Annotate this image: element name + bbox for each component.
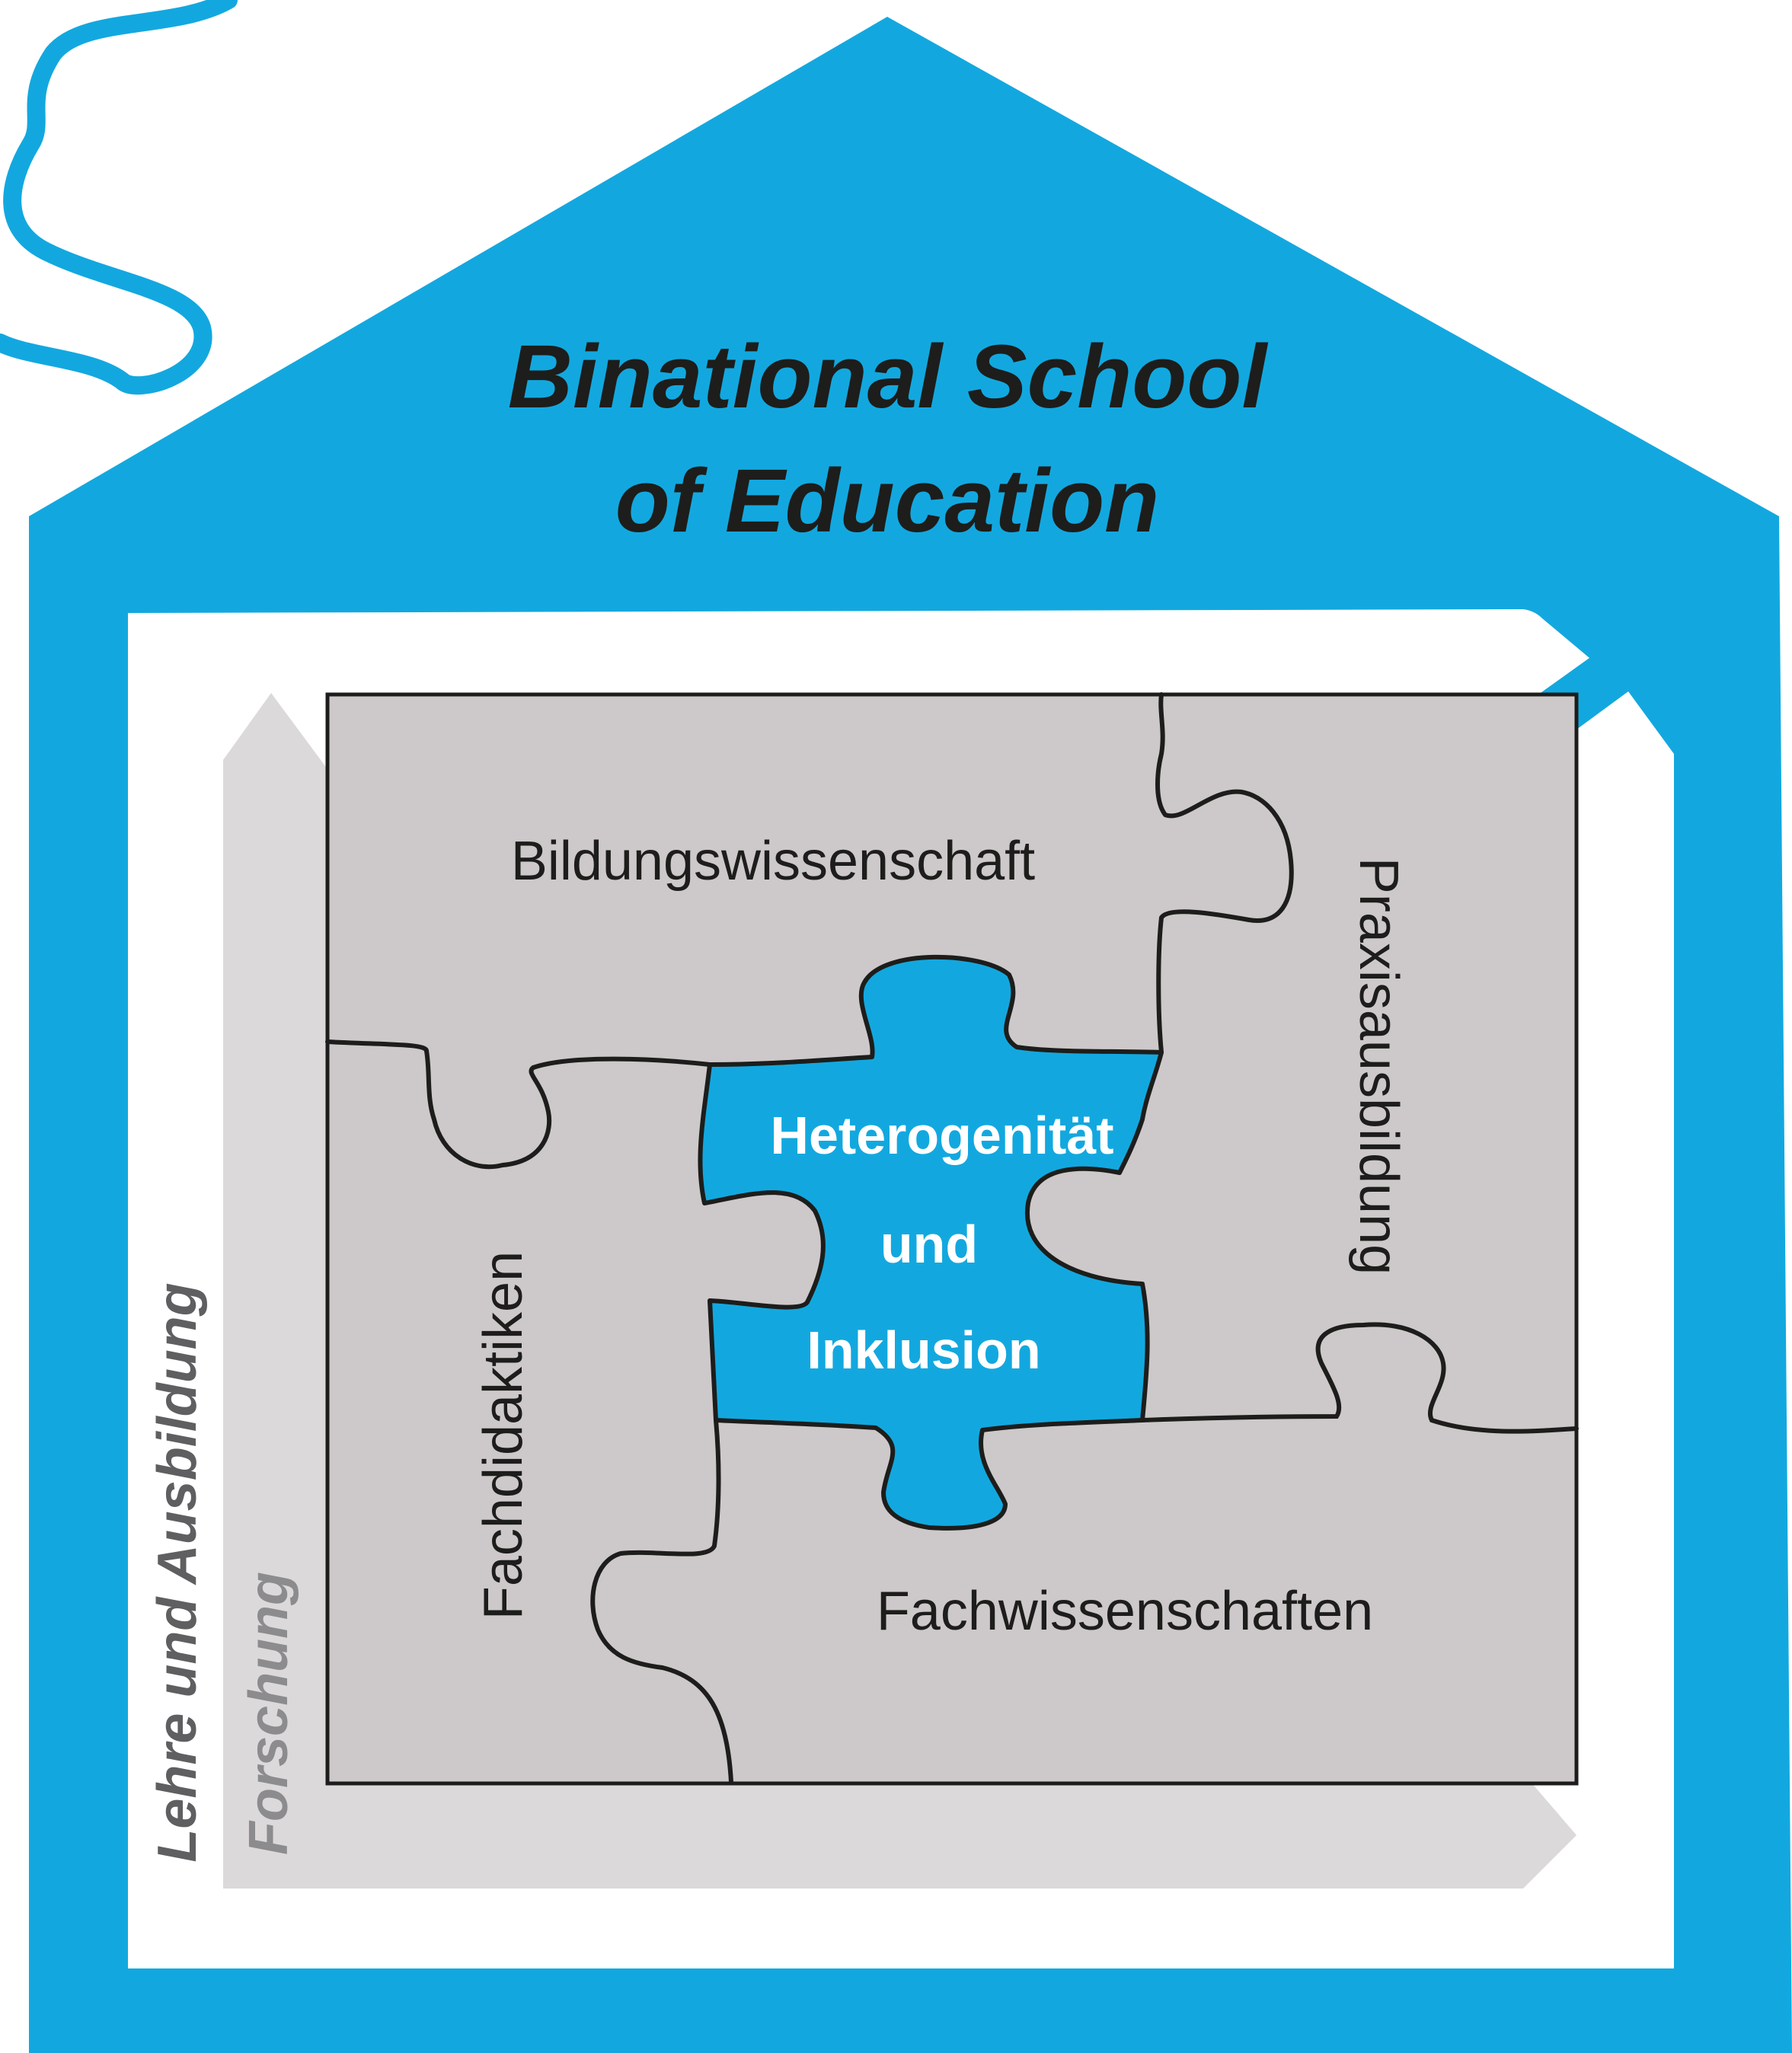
center-puzzle-piece xyxy=(700,956,1161,1528)
label-fachwissenschaften: Fachwissenschaften xyxy=(877,1581,1373,1642)
center-label-line-2: und xyxy=(880,1215,978,1274)
seam-top-left xyxy=(325,1039,712,1170)
center-piece-outline xyxy=(698,954,1164,1531)
title-line-2: of Education xyxy=(615,451,1160,551)
seam-top-right xyxy=(1155,692,1294,1055)
label-bildungswissenschaft: Bildungswissenschaft xyxy=(511,831,1035,892)
title-line-1: Binational School xyxy=(508,327,1269,427)
label-fachdidaktiken: Fachdidaktiken xyxy=(473,1251,534,1620)
seam-left-bottom xyxy=(590,1418,733,1784)
vertical-axis-arrow xyxy=(223,693,327,1889)
axis-label-lehre: Lehre und Ausbildung xyxy=(147,1282,208,1862)
label-praxisausbildung: Praxisausbildung xyxy=(1348,857,1409,1275)
horizontal-axis-arrow xyxy=(223,1782,1576,1889)
swirl-decoration xyxy=(0,0,238,395)
center-label-line-1: Heterogenität xyxy=(770,1106,1113,1165)
axis-label-forschung: Forschung xyxy=(238,1572,299,1855)
center-label-line-3: Inklusion xyxy=(807,1320,1040,1380)
seam-right-bottom xyxy=(1140,1322,1579,1434)
